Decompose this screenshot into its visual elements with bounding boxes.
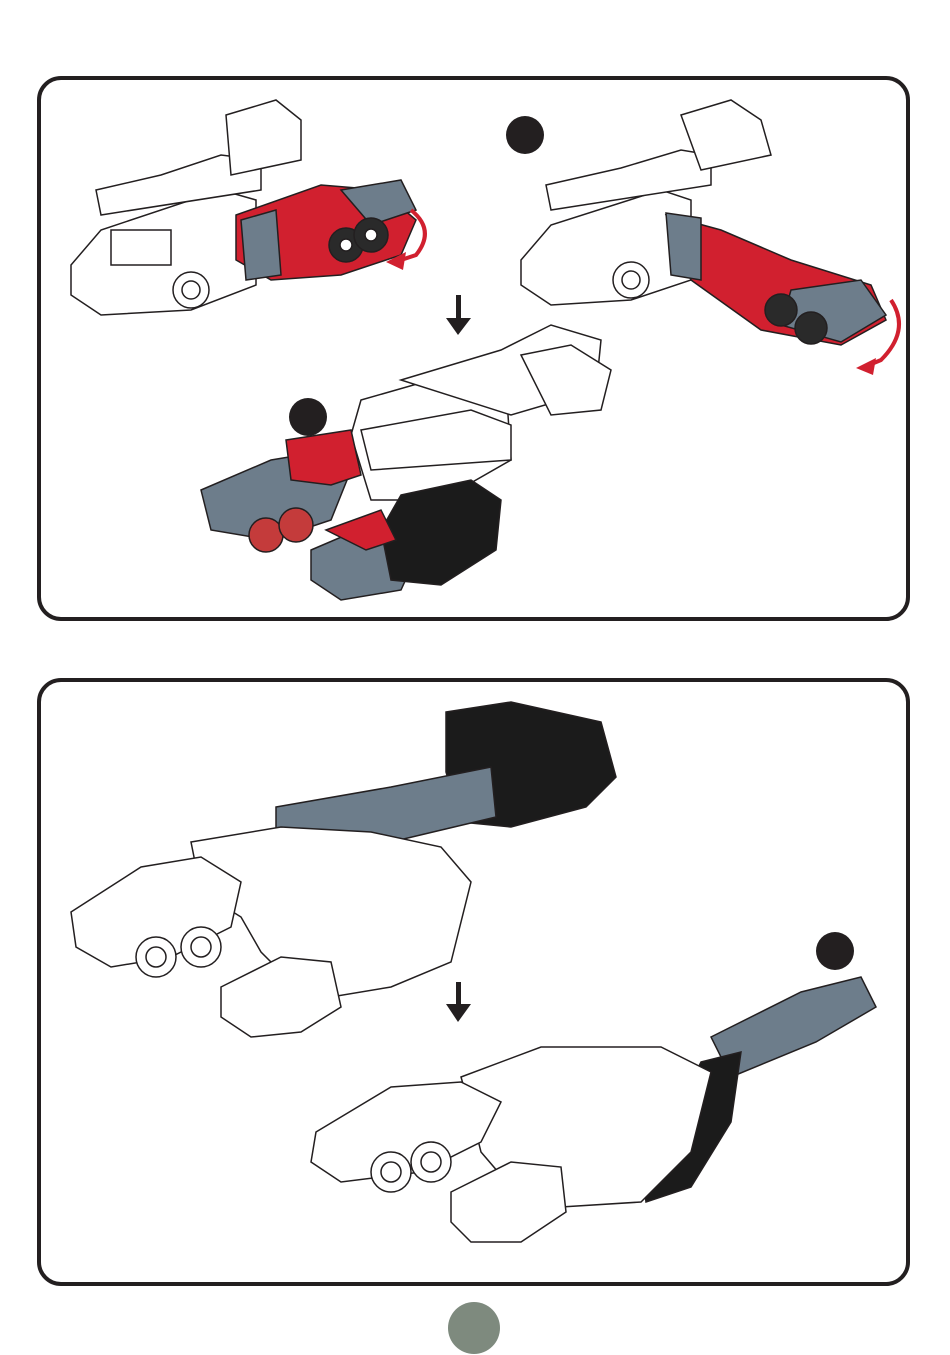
top-instruction-panel bbox=[37, 76, 910, 621]
step-marker-1 bbox=[506, 116, 544, 154]
top-panel-illustration bbox=[41, 80, 910, 621]
truck-illustration-3 bbox=[201, 325, 611, 600]
truck-illustration-2 bbox=[521, 100, 886, 345]
step-marker-4 bbox=[816, 932, 854, 970]
down-arrow-2 bbox=[446, 982, 471, 1022]
step-marker-3 bbox=[289, 398, 327, 436]
robot-illustration-1 bbox=[71, 702, 616, 1037]
bottom-instruction-panel bbox=[37, 678, 910, 1286]
truck-illustration-1 bbox=[71, 100, 416, 315]
bottom-panel-illustration bbox=[41, 682, 910, 1286]
down-arrow-1 bbox=[446, 295, 471, 335]
page-indicator-circle bbox=[448, 1302, 500, 1354]
robot-illustration-2 bbox=[311, 977, 876, 1242]
rotate-arrow-2-head bbox=[856, 358, 876, 375]
